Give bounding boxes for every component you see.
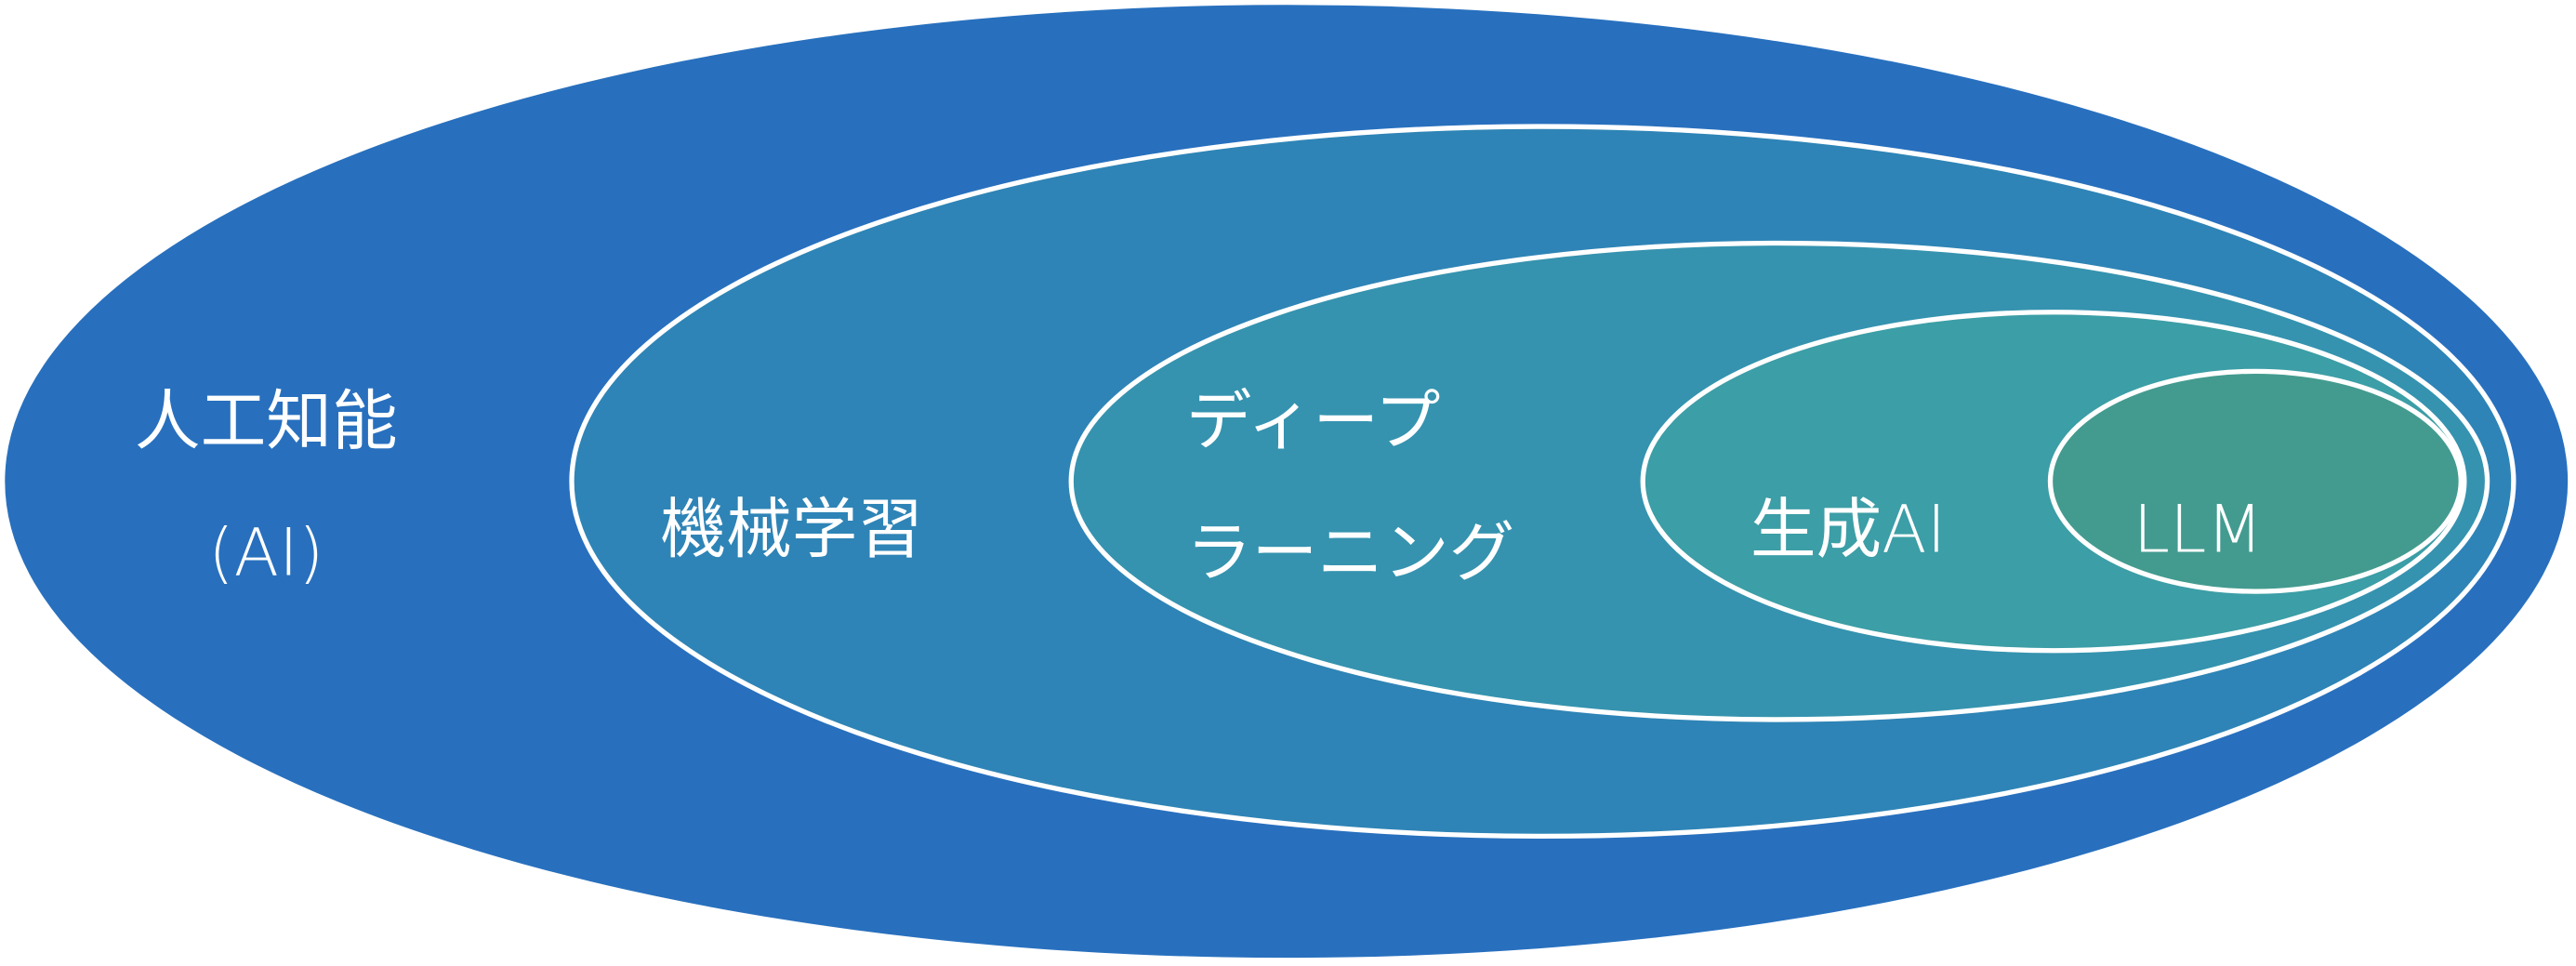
- ml-label: 機械学習: [660, 491, 923, 568]
- llm-label: LLM: [2133, 491, 2264, 568]
- dl-label-line2: ラーニング: [1186, 513, 1514, 590]
- genai-label: 生成AI: [1750, 491, 1947, 568]
- dl-label-line1: ディープ: [1186, 382, 1441, 459]
- llm-ellipse: [2047, 368, 2464, 594]
- ai-label-line1: 人工知能: [135, 382, 398, 459]
- ai-label-line2: (AI): [208, 513, 324, 590]
